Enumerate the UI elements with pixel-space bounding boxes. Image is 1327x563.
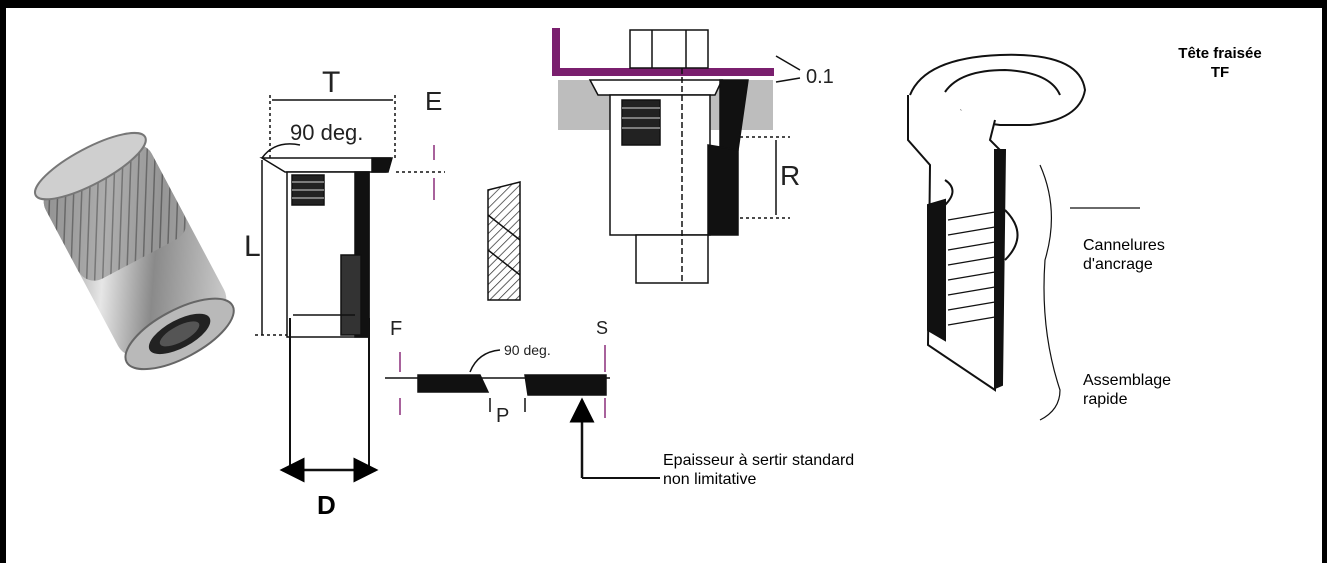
dim-E-label: E [425, 86, 443, 116]
anchoring-annotation: Cannelures d'ancrage [1083, 236, 1165, 274]
dim-P-label: P [496, 405, 510, 427]
dim-T-label: T [322, 66, 341, 99]
rivet-nut-photo [34, 131, 235, 371]
thickness-line1: Epaisseur à sertir standard [663, 452, 855, 469]
head-type-title-line2: TF [1210, 64, 1230, 81]
dim-R-label: R [780, 160, 801, 191]
drill-bit [487, 181, 521, 301]
anchoring-line1: Cannelures [1083, 237, 1165, 254]
head-type-title-line1: Tête fraisée [1178, 45, 1262, 62]
angle-hole-label: 90 deg. [504, 342, 551, 358]
installed-assembly [552, 28, 801, 284]
cutaway-drawing [907, 53, 1140, 421]
head-type-title: Tête fraisée TF [1150, 44, 1290, 82]
assembly-line2: rapide [1083, 391, 1128, 408]
angle-head-label: 90 deg. [290, 120, 364, 145]
gap-label: 0.1 [806, 66, 834, 88]
dim-S-label: S [596, 318, 609, 338]
plate-section [385, 345, 660, 479]
dim-F-label: F [390, 318, 403, 340]
assembly-annotation: Assemblage rapide [1083, 371, 1171, 409]
rivet-nut-section [255, 95, 445, 483]
dim-L-label: L [244, 230, 261, 263]
thickness-annotation: Epaisseur à sertir standard non limitati… [663, 451, 854, 489]
assembly-line1: Assemblage [1083, 372, 1172, 389]
anchoring-line2: d'ancrage [1083, 256, 1153, 273]
dim-D-label: D [317, 490, 336, 520]
thickness-line2: non limitative [663, 471, 757, 488]
